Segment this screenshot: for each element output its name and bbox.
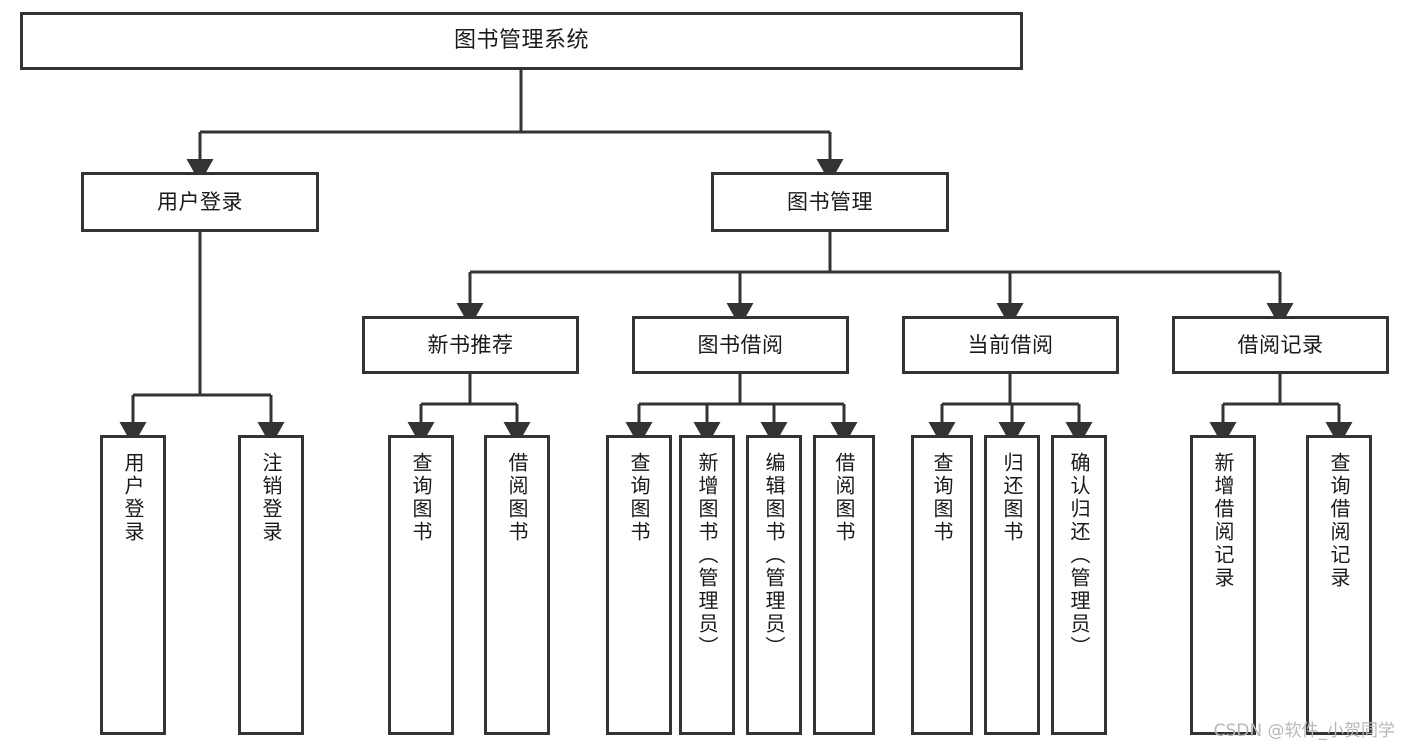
node-leaf-logout-login-label: 注销登录 bbox=[259, 452, 283, 544]
node-borrow-record[interactable]: 借阅记录 bbox=[1172, 316, 1389, 374]
node-leaf-query-borrow-record[interactable]: 查询借阅记录 bbox=[1306, 435, 1372, 735]
node-system-root-label: 图书管理系统 bbox=[453, 28, 589, 54]
node-current-borrow-label: 当前借阅 bbox=[967, 332, 1054, 357]
node-leaf-borrow-book-1-label: 借阅图书 bbox=[505, 452, 529, 544]
node-leaf-logout-login[interactable]: 注销登录 bbox=[238, 435, 304, 735]
node-leaf-query-book-1-label: 查询图书 bbox=[409, 452, 433, 544]
node-leaf-query-book-2-label: 查询图书 bbox=[627, 452, 651, 544]
node-current-borrow[interactable]: 当前借阅 bbox=[902, 316, 1119, 374]
node-leaf-query-book-3-label: 查询图书 bbox=[930, 452, 954, 544]
node-leaf-confirm-return-admin[interactable]: 确认归还（管理员） bbox=[1051, 435, 1107, 735]
node-leaf-user-login-label: 用户登录 bbox=[121, 452, 145, 544]
node-leaf-borrow-book-2-label: 借阅图书 bbox=[832, 452, 856, 544]
node-leaf-user-login[interactable]: 用户登录 bbox=[100, 435, 166, 735]
node-leaf-edit-book-admin-label: 编辑图书（管理员） bbox=[762, 452, 786, 659]
node-book-manage[interactable]: 图书管理 bbox=[711, 172, 949, 232]
node-system-root[interactable]: 图书管理系统 bbox=[20, 12, 1023, 70]
node-leaf-confirm-return-admin-label: 确认归还（管理员） bbox=[1067, 452, 1091, 659]
node-user-login[interactable]: 用户登录 bbox=[81, 172, 319, 232]
node-book-manage-label: 图书管理 bbox=[787, 189, 873, 214]
node-user-login-label: 用户登录 bbox=[157, 189, 243, 214]
watermark: CSDN @软件_小贺同学 bbox=[1213, 721, 1395, 741]
node-leaf-query-book-2[interactable]: 查询图书 bbox=[606, 435, 672, 735]
node-book-borrow-label: 图书借阅 bbox=[697, 332, 784, 357]
node-leaf-return-book-label: 归还图书 bbox=[1000, 452, 1024, 544]
node-new-book-recommend-label: 新书推荐 bbox=[427, 332, 514, 357]
node-leaf-add-borrow-record[interactable]: 新增借阅记录 bbox=[1190, 435, 1256, 735]
node-leaf-return-book[interactable]: 归还图书 bbox=[984, 435, 1040, 735]
node-new-book-recommend[interactable]: 新书推荐 bbox=[362, 316, 579, 374]
node-leaf-query-book-1[interactable]: 查询图书 bbox=[388, 435, 454, 735]
node-borrow-record-label: 借阅记录 bbox=[1237, 332, 1324, 357]
node-leaf-edit-book-admin[interactable]: 编辑图书（管理员） bbox=[746, 435, 802, 735]
node-leaf-add-borrow-record-label: 新增借阅记录 bbox=[1211, 452, 1235, 590]
node-leaf-borrow-book-2[interactable]: 借阅图书 bbox=[813, 435, 875, 735]
node-leaf-query-borrow-record-label: 查询借阅记录 bbox=[1327, 452, 1351, 590]
node-leaf-add-book-admin[interactable]: 新增图书（管理员） bbox=[679, 435, 735, 735]
node-leaf-add-book-admin-label: 新增图书（管理员） bbox=[695, 452, 719, 659]
node-leaf-query-book-3[interactable]: 查询图书 bbox=[911, 435, 973, 735]
node-book-borrow[interactable]: 图书借阅 bbox=[632, 316, 849, 374]
node-leaf-borrow-book-1[interactable]: 借阅图书 bbox=[484, 435, 550, 735]
